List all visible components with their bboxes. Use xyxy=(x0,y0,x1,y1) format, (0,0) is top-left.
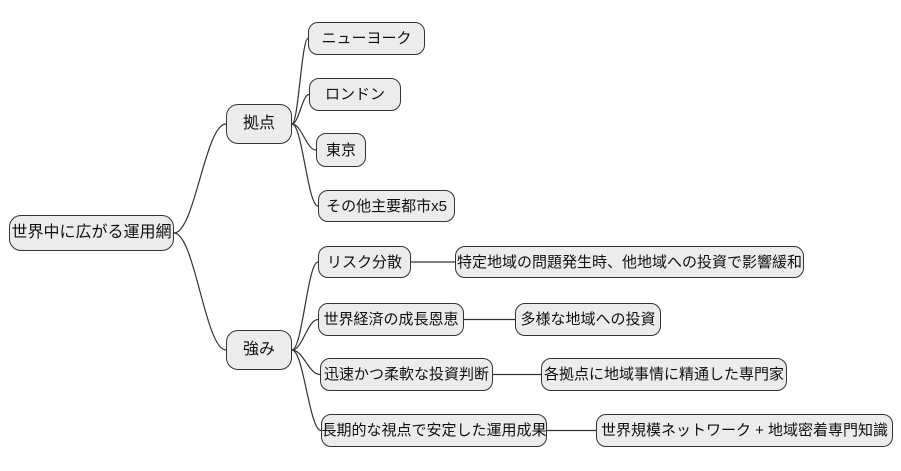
mindmap-node-newyork: ニューヨーク xyxy=(308,22,425,55)
link-kyoten-newyork xyxy=(291,37,309,125)
node-label: 東京 xyxy=(325,141,356,159)
mindmap-node-kyoten: 拠点 xyxy=(226,104,292,144)
mindmap-node-tsuyomi: 強み xyxy=(226,330,292,370)
mindmap-node-speed: 迅速かつ柔軟な投資判断 xyxy=(320,358,493,391)
node-label: 特定地域の問題発生時、他地域への投資で影響緩和 xyxy=(456,253,802,271)
node-label: 多様な地域への投資 xyxy=(520,311,656,328)
node-label: 長期的な視点で安定した運用成果 xyxy=(321,422,547,439)
link-kyoten-london xyxy=(291,93,310,125)
mindmap-node-tokyo: 東京 xyxy=(316,133,366,167)
mindmap-node-others: その他主要都市x5 xyxy=(318,190,455,222)
mindmap-node-speed_d: 各拠点に地域事情に精通した専門家 xyxy=(541,358,787,391)
mindmap-node-longterm: 長期的な視点で安定した運用成果 xyxy=(321,414,547,447)
mindmap-node-longterm_d: 世界規模ネットワーク + 地域密着専門知識 xyxy=(596,414,893,447)
mindmap-node-root: 世界中に広がる運用網 xyxy=(9,215,174,251)
mindmap-node-london: ロンドン xyxy=(309,78,401,111)
node-label: ニューヨーク xyxy=(321,30,412,47)
link-tsuyomi-longterm xyxy=(291,349,322,432)
mindmap-node-growth_d: 多様な地域への投資 xyxy=(515,303,661,336)
mindmap-node-risk: リスク分散 xyxy=(318,246,411,278)
node-label: 世界中に広がる運用網 xyxy=(11,224,172,241)
link-root-kyoten xyxy=(173,123,227,234)
node-label: 強み xyxy=(242,341,275,358)
link-tsuyomi-risk xyxy=(291,261,319,351)
node-label: ロンドン xyxy=(324,86,385,103)
mindmap-node-risk_d: 特定地域の問題発生時、他地域への投資で影響緩和 xyxy=(455,246,804,278)
link-tsuyomi-growth xyxy=(291,318,319,351)
link-kyoten-others xyxy=(291,123,319,207)
node-label: 拠点 xyxy=(242,115,275,132)
node-label: 各拠点に地域事情に精通した専門家 xyxy=(543,366,784,383)
node-label: 世界経済の成長恩恵 xyxy=(323,311,459,328)
node-label: 世界規模ネットワーク + 地域密着専門知識 xyxy=(600,422,889,439)
node-label: リスク分散 xyxy=(326,253,402,271)
node-label: その他主要都市x5 xyxy=(326,197,447,215)
node-label: 迅速かつ柔軟な投資判断 xyxy=(323,366,489,383)
mindmap-node-growth: 世界経済の成長恩恵 xyxy=(318,303,464,336)
link-root-tsuyomi xyxy=(173,232,227,351)
